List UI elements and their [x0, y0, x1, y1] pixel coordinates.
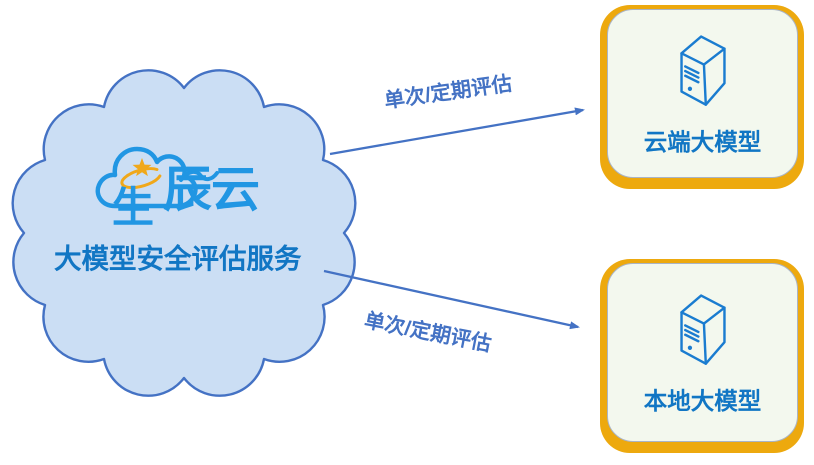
cloud-model-label: 云端大模型	[643, 129, 762, 155]
server-icon	[679, 35, 726, 106]
cloud-shape	[11, 69, 357, 397]
server-icon	[679, 294, 726, 365]
local-model-box: 本地大模型	[600, 259, 804, 453]
arrow-bottom-label: 单次/定期评估	[362, 308, 494, 357]
logo-wave-icon	[179, 169, 219, 182]
logo-text-tail: 辰云	[163, 163, 260, 217]
logo-text-head: 生	[112, 184, 155, 231]
arrow-top-label: 单次/定期评估	[382, 72, 514, 113]
logo-xingchenyun: 生 辰云	[93, 142, 263, 237]
cloud-model-box-inner: 云端大模型	[607, 9, 798, 178]
cloud-model-box: 云端大模型	[600, 5, 804, 189]
logo-cloud-icon	[95, 146, 198, 209]
star-icon	[132, 158, 152, 177]
local-model-box-inner: 本地大模型	[607, 263, 798, 442]
cloud-service-label: 大模型安全评估服务	[54, 243, 302, 274]
arrow-top	[329, 107, 585, 156]
local-model-label: 本地大模型	[643, 388, 762, 414]
